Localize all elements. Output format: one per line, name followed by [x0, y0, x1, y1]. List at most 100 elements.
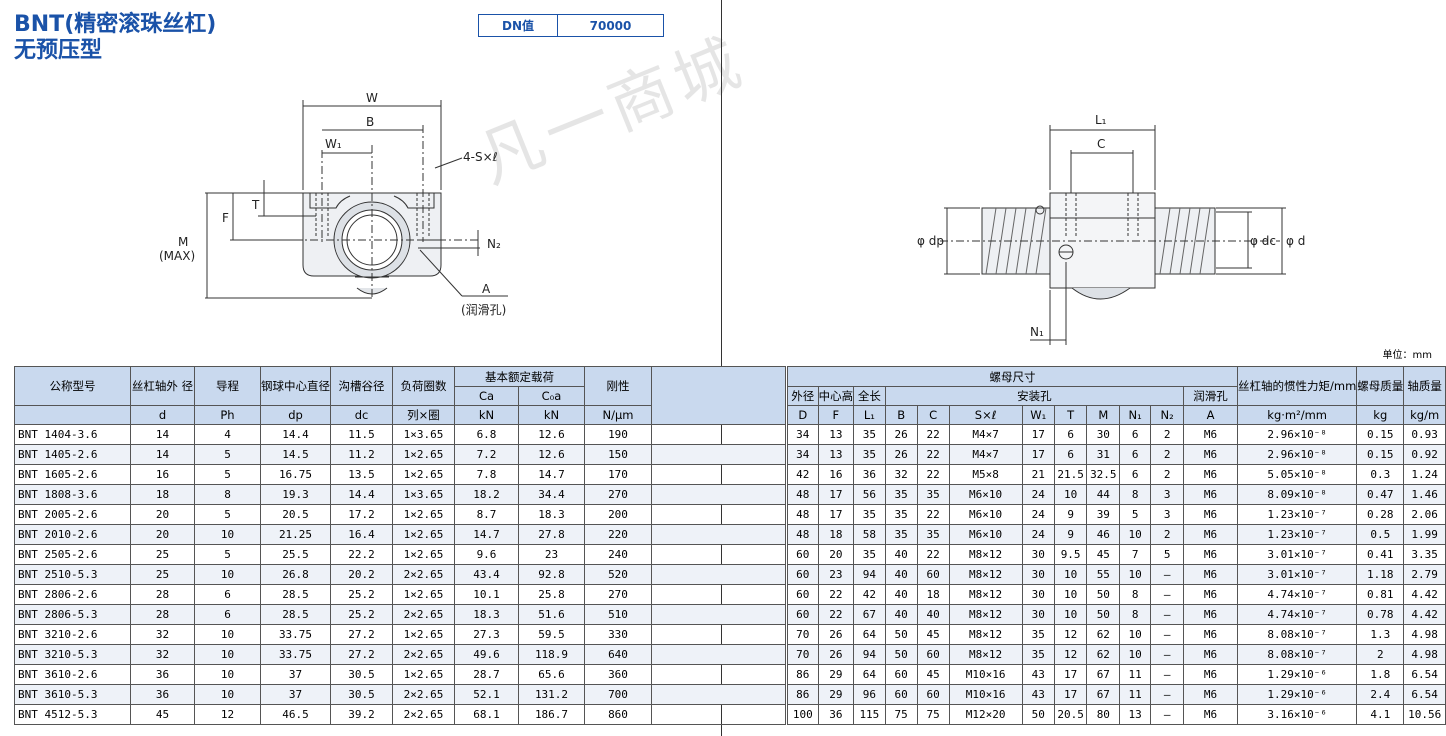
table-cell-blank — [651, 664, 786, 685]
table-cell-blank — [651, 564, 786, 585]
table-cell: 2×2.65 — [392, 704, 455, 725]
table-cell: 6 — [1119, 464, 1152, 485]
dim-W1: W₁ — [325, 137, 342, 151]
table-cell: 23 — [518, 544, 585, 565]
table-cell: 0.47 — [1356, 484, 1405, 505]
table-cell: — — [1150, 584, 1185, 605]
table-cell: 6 — [194, 604, 261, 625]
hdr-mount: 安装孔 — [884, 386, 1185, 406]
table-cell: 8 — [194, 484, 261, 505]
hdr-B: B — [884, 405, 918, 425]
table-cell: 5 — [1119, 504, 1152, 525]
table-cell: 115 — [853, 704, 886, 725]
table-cell: 11.2 — [330, 444, 393, 465]
table-cell: 2.96×10⁻⁸ — [1236, 444, 1358, 465]
hdr-nutmass: 螺母质量 — [1356, 366, 1405, 406]
table-cell: 22 — [817, 604, 855, 625]
table-cell: M6 — [1183, 484, 1238, 505]
table-cell: 18 — [916, 584, 950, 605]
table-cell: 11 — [1119, 664, 1152, 685]
table-cell: 21.25 — [260, 524, 331, 545]
table-cell: 240 — [584, 544, 652, 565]
table-cell: 270 — [584, 584, 652, 605]
table-cell-blank — [651, 624, 786, 645]
hdr-turns: 列×圈 — [392, 405, 455, 425]
table-cell: 8.08×10⁻⁷ — [1236, 644, 1358, 665]
table-cell: — — [1150, 664, 1185, 685]
hdr-shaftmass: 轴质量 — [1403, 366, 1446, 406]
table-cell: 50 — [1021, 704, 1055, 725]
table-cell: M12×20 — [948, 704, 1023, 725]
table-cell: 75 — [884, 704, 918, 725]
table-cell: 1.18 — [1356, 564, 1405, 585]
table-cell-blank — [651, 584, 786, 605]
table-cell: 42 — [787, 464, 819, 485]
table-cell: 46.5 — [260, 704, 331, 725]
dim-C: C — [1097, 137, 1105, 151]
table-cell: 60 — [787, 564, 819, 585]
table-cell: 10 — [1119, 524, 1152, 545]
table-cell: 10 — [194, 524, 261, 545]
hdr-model: 公称型号 — [14, 366, 131, 406]
table-cell: 1×2.65 — [392, 444, 455, 465]
table-cell: 200 — [584, 504, 652, 525]
dim-L1: L₁ — [1095, 113, 1107, 127]
table-cell: 26 — [817, 644, 855, 665]
hdr-shaft: 丝杠轴外 径 — [130, 366, 195, 406]
table-cell: M6×10 — [948, 524, 1023, 545]
table-cell: 2 — [1356, 644, 1405, 665]
table-cell: 65.6 — [518, 664, 585, 685]
table-cell: 2 — [1150, 424, 1185, 445]
table-cell: 1.23×10⁻⁷ — [1236, 524, 1358, 545]
table-cell: 10 — [194, 664, 261, 685]
table-cell: 4.42 — [1403, 604, 1446, 625]
table-cell: 7.2 — [454, 444, 519, 465]
dim-dc: φ dc — [1250, 234, 1276, 248]
table-cell: BNT 3610-5.3 — [14, 684, 131, 705]
table-cell: M6 — [1183, 464, 1238, 485]
dim-A: A — [482, 282, 491, 296]
table-cell: 45 — [130, 704, 195, 725]
table-cell: 28.5 — [260, 584, 331, 605]
table-cell: 33.75 — [260, 644, 331, 665]
table-cell: 1.29×10⁻⁶ — [1236, 684, 1358, 705]
table-cell: 68.1 — [454, 704, 519, 725]
table-cell: BNT 1405-2.6 — [14, 444, 131, 465]
table-cell: 1.23×10⁻⁷ — [1236, 504, 1358, 525]
hdr-od: 外径 — [787, 386, 819, 406]
table-cell: 3.01×10⁻⁷ — [1236, 544, 1358, 565]
table-cell: — — [1150, 704, 1185, 725]
table-cell: 10 — [194, 684, 261, 705]
table-cell: 36 — [130, 664, 195, 685]
table-cell: 36 — [817, 704, 855, 725]
table-cell: 17 — [1021, 444, 1055, 465]
table-cell: 30 — [1086, 424, 1121, 445]
table-cell: 4.98 — [1403, 644, 1446, 665]
table-cell: 17 — [1053, 664, 1088, 685]
table-cell: 10 — [1053, 484, 1088, 505]
table-cell: 4.98 — [1403, 624, 1446, 645]
hdr-kg: kg — [1356, 405, 1405, 425]
table-cell: 2 — [1150, 524, 1185, 545]
table-cell: 6.54 — [1403, 684, 1446, 705]
table-cell: 43 — [1021, 684, 1055, 705]
table-cell: 12 — [194, 704, 261, 725]
table-cell: 13 — [817, 444, 855, 465]
table-cell: 360 — [584, 664, 652, 685]
table-cell-blank — [651, 604, 786, 625]
table-cell-blank — [651, 524, 786, 545]
table-cell: BNT 1808-3.6 — [14, 484, 131, 505]
table-cell: 22 — [817, 584, 855, 605]
table-cell: 17 — [817, 484, 855, 505]
table-cell: M6 — [1183, 444, 1238, 465]
table-cell: 8.09×10⁻⁸ — [1236, 484, 1358, 505]
hdr-coa: C₀a — [518, 386, 585, 406]
table-cell: 30.5 — [330, 684, 393, 705]
table-cell: 8 — [1119, 484, 1152, 505]
table-cell: 1.29×10⁻⁶ — [1236, 664, 1358, 685]
